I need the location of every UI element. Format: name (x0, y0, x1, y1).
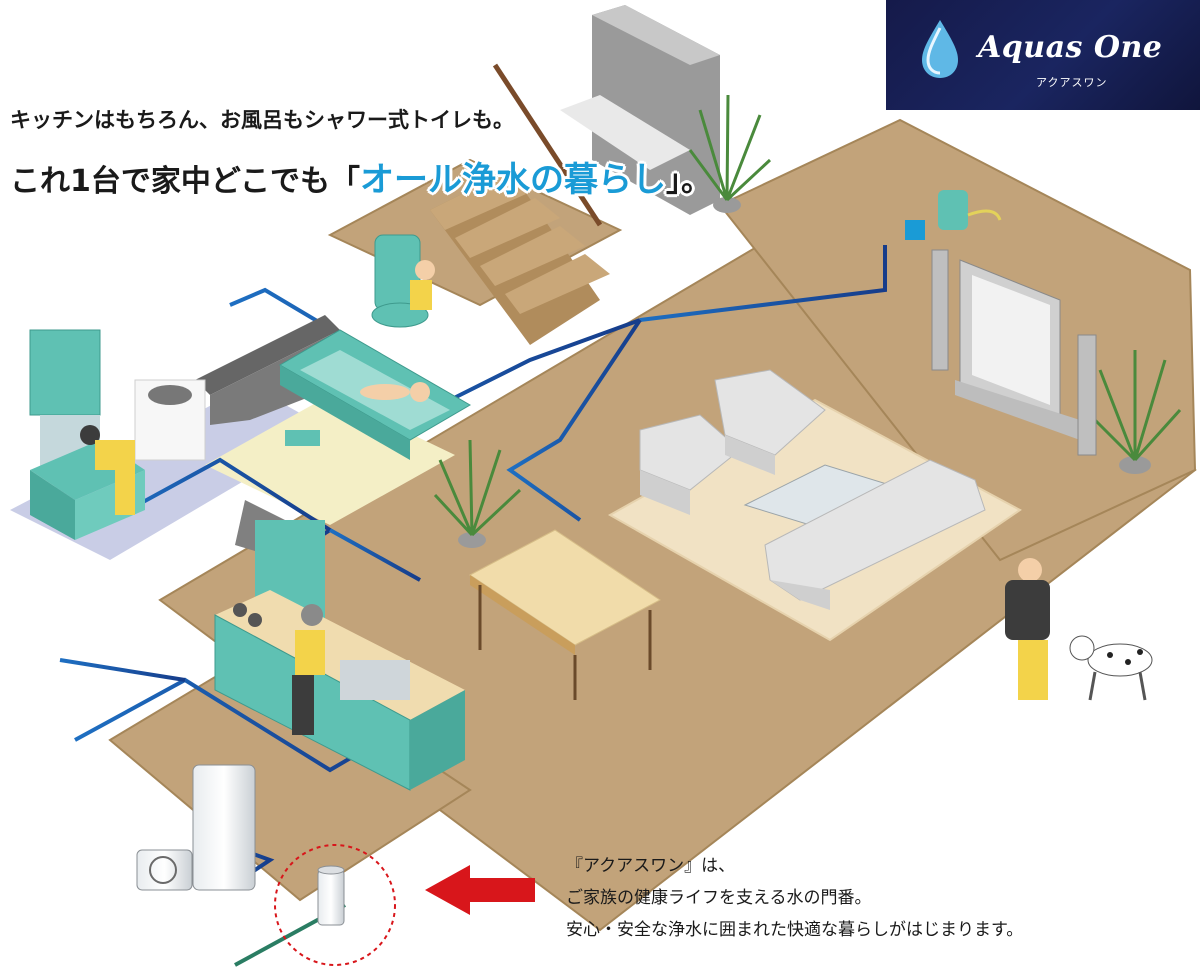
armchair-right (714, 369, 826, 475)
headline-suffix: 」。 (665, 164, 711, 199)
caption-line1: 『アクアスワン』は、 (566, 856, 736, 876)
plant-upstairs (688, 94, 772, 213)
bath-stool (285, 430, 320, 446)
washing-machine (134, 379, 206, 461)
sofa (764, 459, 986, 610)
brand-kana: アクアスワン (1036, 76, 1108, 89)
water-drop-icon (922, 20, 958, 78)
caption-line2: ご家族の健康ライフを支える水の門番。 (566, 888, 872, 908)
headline-highlight: オール浄水の暮らし (359, 160, 666, 200)
person-cooking (292, 604, 325, 735)
stove-top (233, 603, 262, 627)
person-on-toilet (410, 260, 435, 310)
armchair-left (639, 414, 741, 515)
caption-line3: 安心・安全な浄水に囲まれた快適な暮らしがはじまります。 (566, 920, 1024, 940)
plant-living (433, 439, 522, 548)
red-arrow (425, 865, 535, 915)
aquas-one-filter-unit (317, 865, 345, 926)
caption: 『アクアスワン』は、 ご家族の健康ライフを支える水の門番。 安心・安全な浄水に囲… (566, 850, 1023, 946)
brand-name: Aquas One (978, 30, 1163, 65)
storage-shelves (560, 5, 720, 215)
aquas-one-logo: Aquas One アクアスワン (886, 0, 1200, 110)
filter-highlight-circle (274, 844, 396, 966)
staircase (430, 63, 610, 345)
dalmatian-dog (1069, 635, 1153, 701)
hose-reel (905, 190, 1002, 240)
plant-right (1093, 350, 1182, 474)
person-at-sink (80, 425, 135, 515)
dining-table (469, 529, 661, 700)
headline-line2: これ1台で家中どこでも「オール浄水の暮らし」。 (10, 152, 711, 201)
tv-and-speakers (931, 249, 1097, 456)
person-in-bath (360, 382, 430, 402)
elderly-man (1005, 558, 1050, 700)
headline-line1: キッチンはもちろん、お風呂もシャワー式トイレも。 (10, 108, 514, 132)
headline-prefix: これ1台で家中どこでも「 (10, 164, 360, 199)
water-heater-unit (136, 764, 256, 891)
